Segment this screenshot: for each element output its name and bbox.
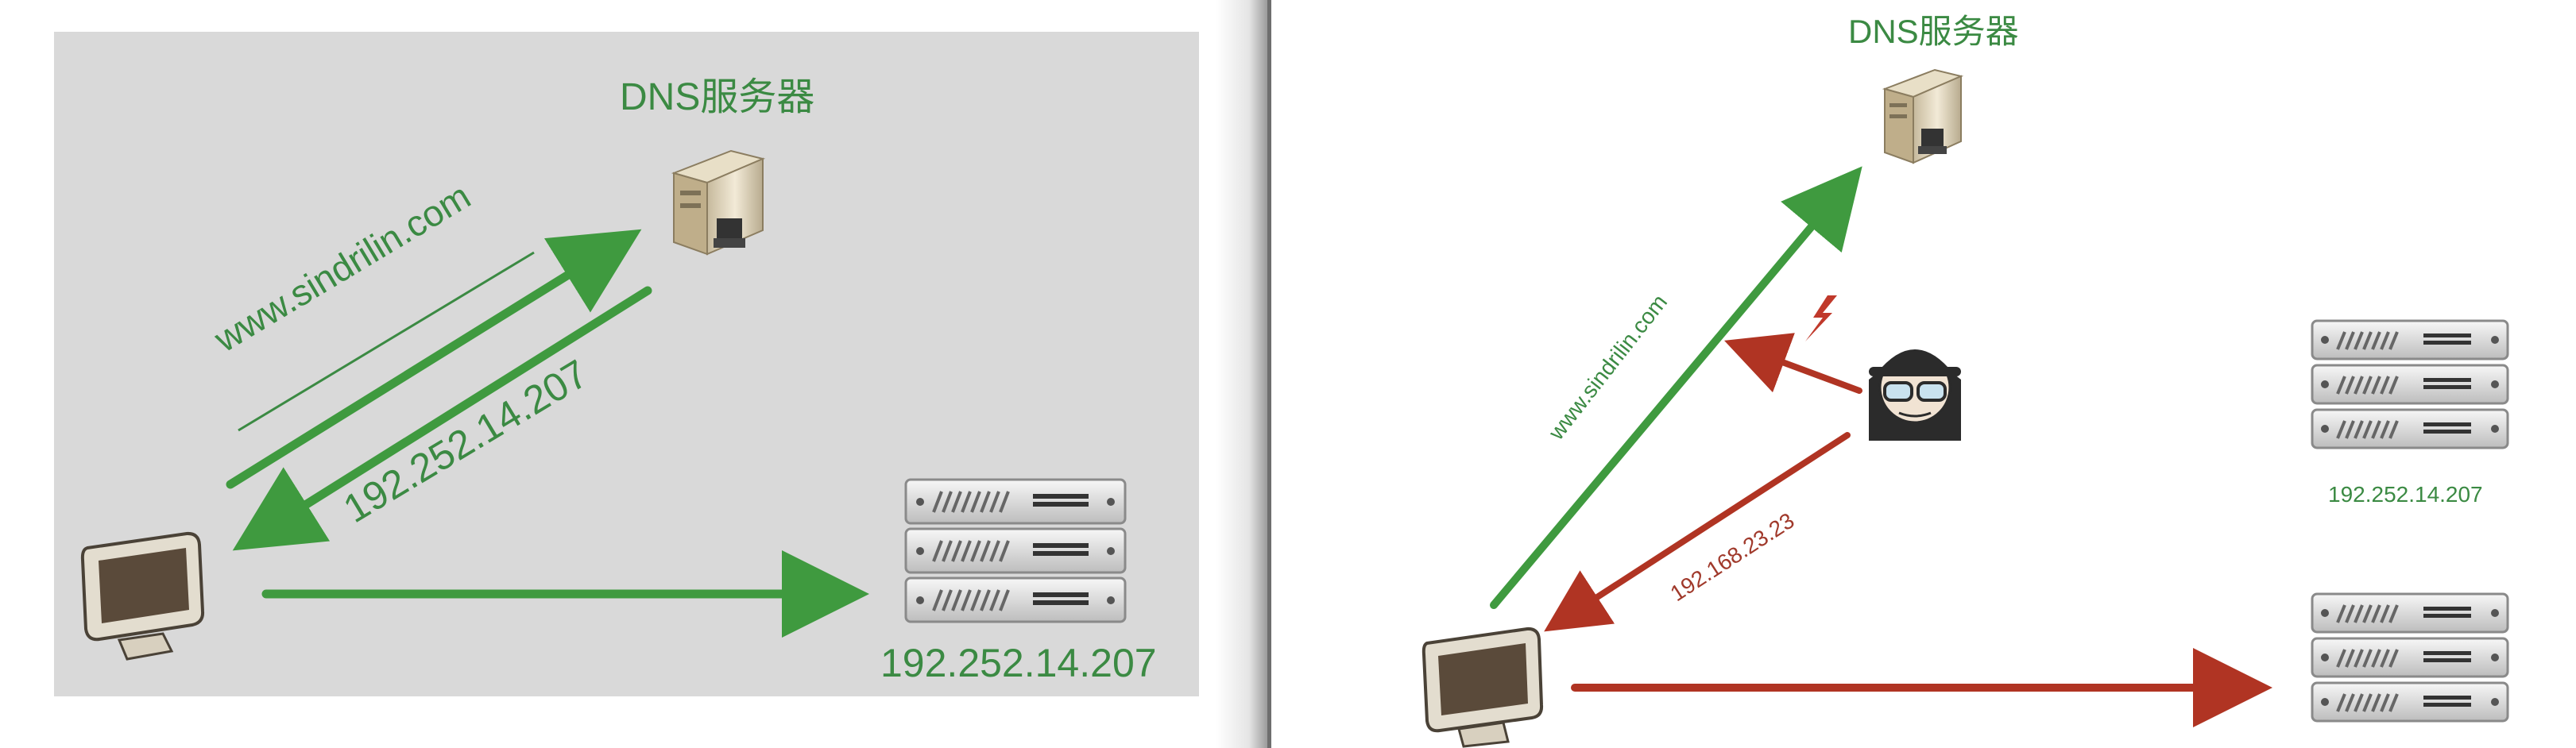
client-computer-icon xyxy=(80,531,205,661)
client-computer-icon xyxy=(1421,627,1544,748)
right-panel-dns-hijack: DNS服务器 www.sindrilin.com 192.168.23.23 1… xyxy=(1271,0,2576,748)
legit-server-ip-label: 192.252.14.207 xyxy=(2328,482,2483,507)
web-server-rack-icon xyxy=(904,478,1127,623)
request-arrow-left xyxy=(226,229,642,489)
spoofed-response-arrow xyxy=(1544,432,1851,632)
dns-server-label-right: DNS服务器 xyxy=(1848,13,2019,50)
left-panel-normal-dns: DNS服务器 www.sindrilin.com 192.252.14.207 … xyxy=(0,0,1263,748)
hijack-arrow-to-dns xyxy=(1724,333,1862,394)
dns-server-icon xyxy=(1882,68,1964,164)
panel-divider xyxy=(1267,0,1271,748)
panel-divider-shadow xyxy=(1216,0,1271,748)
request-arrow-right xyxy=(1490,166,1862,609)
dns-server-label-left: DNS服务器 xyxy=(620,76,815,118)
response-arrow-left xyxy=(232,286,652,551)
lightning-icon xyxy=(1805,295,1837,341)
domain-underline-left xyxy=(238,251,535,432)
left-diagram-graphics xyxy=(80,149,1127,661)
legit-server-rack-icon xyxy=(2311,319,2509,449)
right-diagram-graphics xyxy=(1421,68,2509,748)
server-ip-label-left: 192.252.14.207 xyxy=(880,641,1157,685)
dns-server-icon xyxy=(671,149,766,256)
malicious-server-rack-icon xyxy=(2311,592,2509,723)
attacker-icon xyxy=(1869,349,1961,441)
